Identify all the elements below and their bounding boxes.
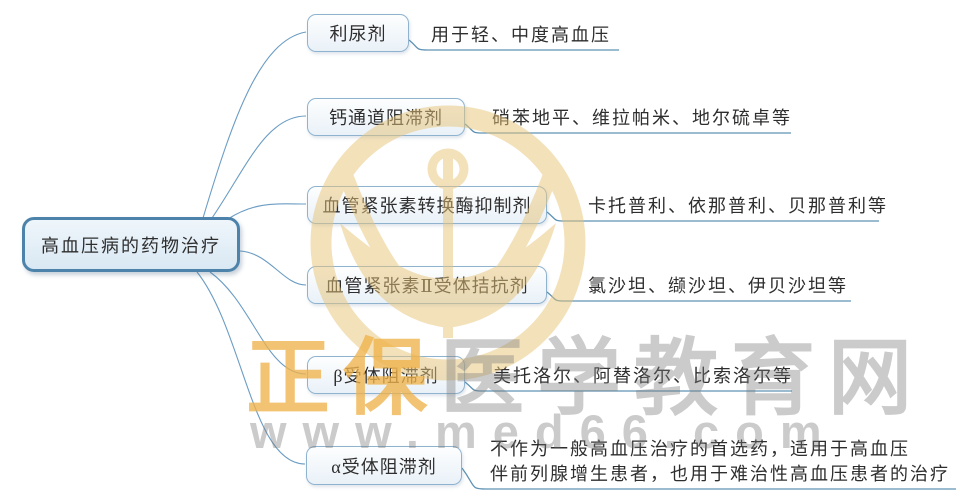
branch-curve-1	[202, 31, 307, 219]
topic-acei[interactable]: 血管紧张素转换酶抑制剂	[307, 186, 547, 224]
branch-curve-2	[211, 115, 307, 219]
note-alpha-line-2: 伴前列腺增生患者，也用于难治性高血压患者的治疗	[490, 464, 950, 484]
branch-curve-3	[227, 203, 307, 220]
note-beta-blocker: 美托洛尔、阿替洛尔、比索洛尔等	[493, 366, 793, 386]
branch-curve-6	[196, 271, 306, 465]
topic-diuretics[interactable]: 利尿剂	[307, 14, 409, 52]
note-acei: 卡托普利、依那普利、贝那普利等	[588, 196, 888, 216]
note-diuretics: 用于轻、中度高血压	[431, 25, 611, 45]
topic-alpha-blocker[interactable]: α受体阻滞剂	[306, 446, 462, 485]
note-line-5	[464, 381, 792, 392]
note-line-1	[408, 39, 619, 51]
topic-arb[interactable]: 血管紧张素Ⅱ受体拮抗剂	[307, 266, 547, 304]
note-arb: 氯沙坦、缬沙坦、伊贝沙坦等	[588, 276, 848, 296]
topic-beta-blocker[interactable]: β受体阻滞剂	[307, 356, 465, 394]
note-line-6	[461, 467, 956, 490]
branch-curve-4	[239, 250, 307, 286]
branch-curve-5	[209, 271, 307, 375]
root-topic[interactable]: 高血压病的药物治疗	[22, 217, 240, 272]
topic-ccb[interactable]: 钙通道阻滞剂	[307, 98, 465, 136]
note-alpha-line-1: 不作为一般高血压治疗的首选药，适用于高血压	[490, 439, 910, 459]
note-ccb: 硝苯地平、维拉帕米、地尔硫卓等	[492, 108, 792, 128]
note-alpha-blocker: 不作为一般高血压治疗的首选药，适用于高血压 伴前列腺增生患者，也用于难治性高血压…	[490, 437, 950, 487]
